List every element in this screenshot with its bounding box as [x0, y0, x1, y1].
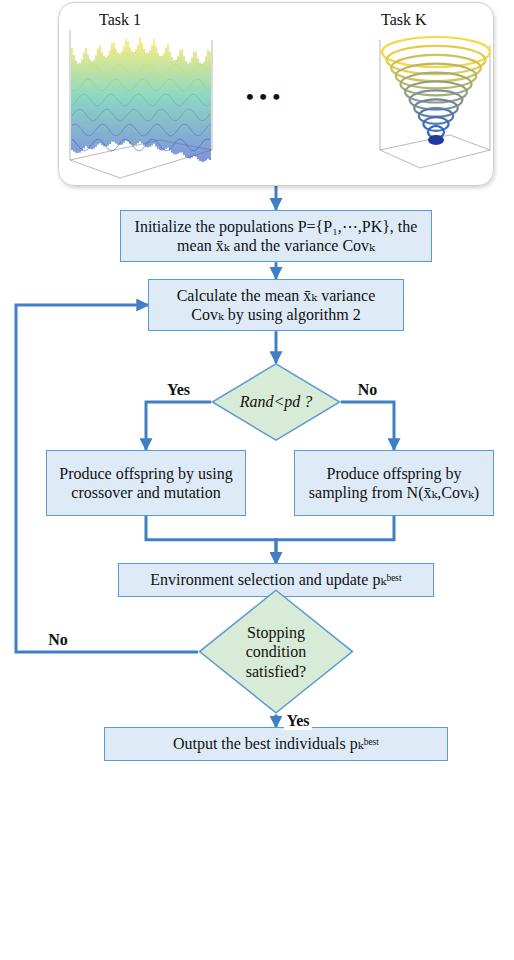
process-text: Output the best individuals pₖᵇᵉˢᵗ [173, 734, 379, 753]
process-text: Produce offspring by sampling from N(x̄ₖ… [305, 464, 483, 502]
surface-stroke [72, 124, 210, 136]
surface-stroke [85, 48, 86, 146]
surface-stroke [205, 56, 206, 160]
surface-stroke [193, 51, 194, 156]
process-text: Environment selection and update pₖᵇᵉˢᵗ [150, 570, 402, 589]
surface-stroke [111, 43, 112, 142]
surface-stroke [175, 60, 176, 155]
surface-stroke [139, 37, 140, 141]
flow-arrow [275, 262, 278, 279]
surface-stroke [203, 62, 204, 162]
surface-stroke [159, 56, 160, 150]
decision-diamond: Rand<pd ? [211, 363, 341, 441]
surface-stroke [197, 58, 198, 159]
surface-stroke [72, 79, 210, 91]
process-box: Produce offspring by sampling from N(x̄ₖ… [294, 450, 494, 516]
surface-stroke [72, 94, 210, 106]
surface-stroke [71, 48, 72, 150]
surface-stroke [201, 64, 202, 162]
task-title: Task 1 [99, 11, 141, 29]
flow-arrow [275, 186, 278, 210]
surface-minimum [428, 135, 444, 145]
surface-stroke [171, 57, 172, 153]
process-box: Initialize the populations P={P₁,⋯,PK}, … [120, 210, 432, 262]
surface-stroke [183, 56, 184, 155]
surface-stroke [79, 63, 80, 152]
surface-stroke [77, 63, 78, 153]
surface-stroke [115, 49, 116, 144]
surface-stroke [105, 57, 106, 146]
process-text: Initialize the populations P={P₁,⋯,PK}, … [131, 217, 421, 255]
ellipsis-mark: • • • [246, 84, 280, 110]
surface-stroke [145, 52, 146, 146]
process-box: Produce offspring by using crossover and… [46, 450, 246, 516]
surface-stroke [141, 42, 142, 143]
branch-label: No [356, 381, 380, 399]
surface-stroke [207, 49, 208, 158]
surface-stroke [107, 55, 108, 146]
rastrigin-surface [72, 37, 210, 162]
surface-stroke [151, 45, 152, 145]
surface-stroke [133, 52, 134, 145]
surface-stroke [187, 63, 188, 158]
branch-label: Yes [284, 712, 311, 730]
surface-stroke [97, 48, 98, 144]
flow-arrow [275, 715, 278, 728]
surface-stroke [181, 49, 182, 152]
surface-stroke [99, 46, 100, 144]
surface-stroke [127, 41, 128, 141]
surface-stroke [163, 53, 164, 150]
sphere-surface [382, 37, 490, 145]
surface-stroke [131, 51, 132, 145]
surface-stroke [153, 39, 154, 144]
surface-stroke [143, 49, 144, 146]
output-box: Output the best individuals pₖᵇᵉˢᵗ [104, 727, 448, 760]
flow-arrow [275, 331, 278, 363]
decision-text: Rand<pd ? [240, 392, 313, 411]
surface-stroke [155, 46, 156, 146]
surface-stroke [87, 54, 88, 148]
surface-stroke [72, 139, 210, 151]
surface-stroke [91, 61, 92, 149]
decision-diamond: Stopping condition satisfied? [198, 589, 354, 714]
process-text: Produce offspring by using crossover and… [57, 464, 235, 502]
surface-stroke [83, 53, 84, 148]
surface-stroke [117, 53, 118, 145]
surface-stroke [101, 52, 102, 145]
surface-stroke [72, 64, 210, 76]
process-box: Calculate the mean x̄ₖ variance Covₖ by … [148, 279, 404, 331]
flow-arrow [146, 402, 211, 450]
surface-stroke [95, 55, 96, 147]
surface-stroke [209, 52, 210, 160]
flow-arrow [146, 516, 276, 563]
left-plot-frame [70, 30, 212, 178]
surface-stroke [161, 56, 162, 150]
surface-stroke [179, 50, 180, 152]
surface-stroke [173, 60, 174, 154]
surface-stroke [113, 43, 114, 142]
surface-stroke [119, 54, 120, 146]
right-plot-frame [380, 40, 490, 168]
surface-stroke [400, 73, 471, 96]
surface-stroke [129, 47, 130, 143]
process-text: Calculate the mean x̄ₖ variance Covₖ by … [159, 286, 393, 324]
flow-arrow [341, 402, 394, 450]
surface-stroke [72, 109, 210, 121]
surface-stroke [81, 59, 82, 151]
surface-stroke [423, 117, 448, 131]
branch-label: No [46, 631, 70, 649]
task-title: Task K [381, 11, 427, 29]
decision-text: Stopping condition satisfied? [232, 623, 319, 681]
flow-arrow [276, 516, 394, 563]
surface-stroke [167, 44, 168, 148]
branch-label: Yes [165, 381, 192, 399]
